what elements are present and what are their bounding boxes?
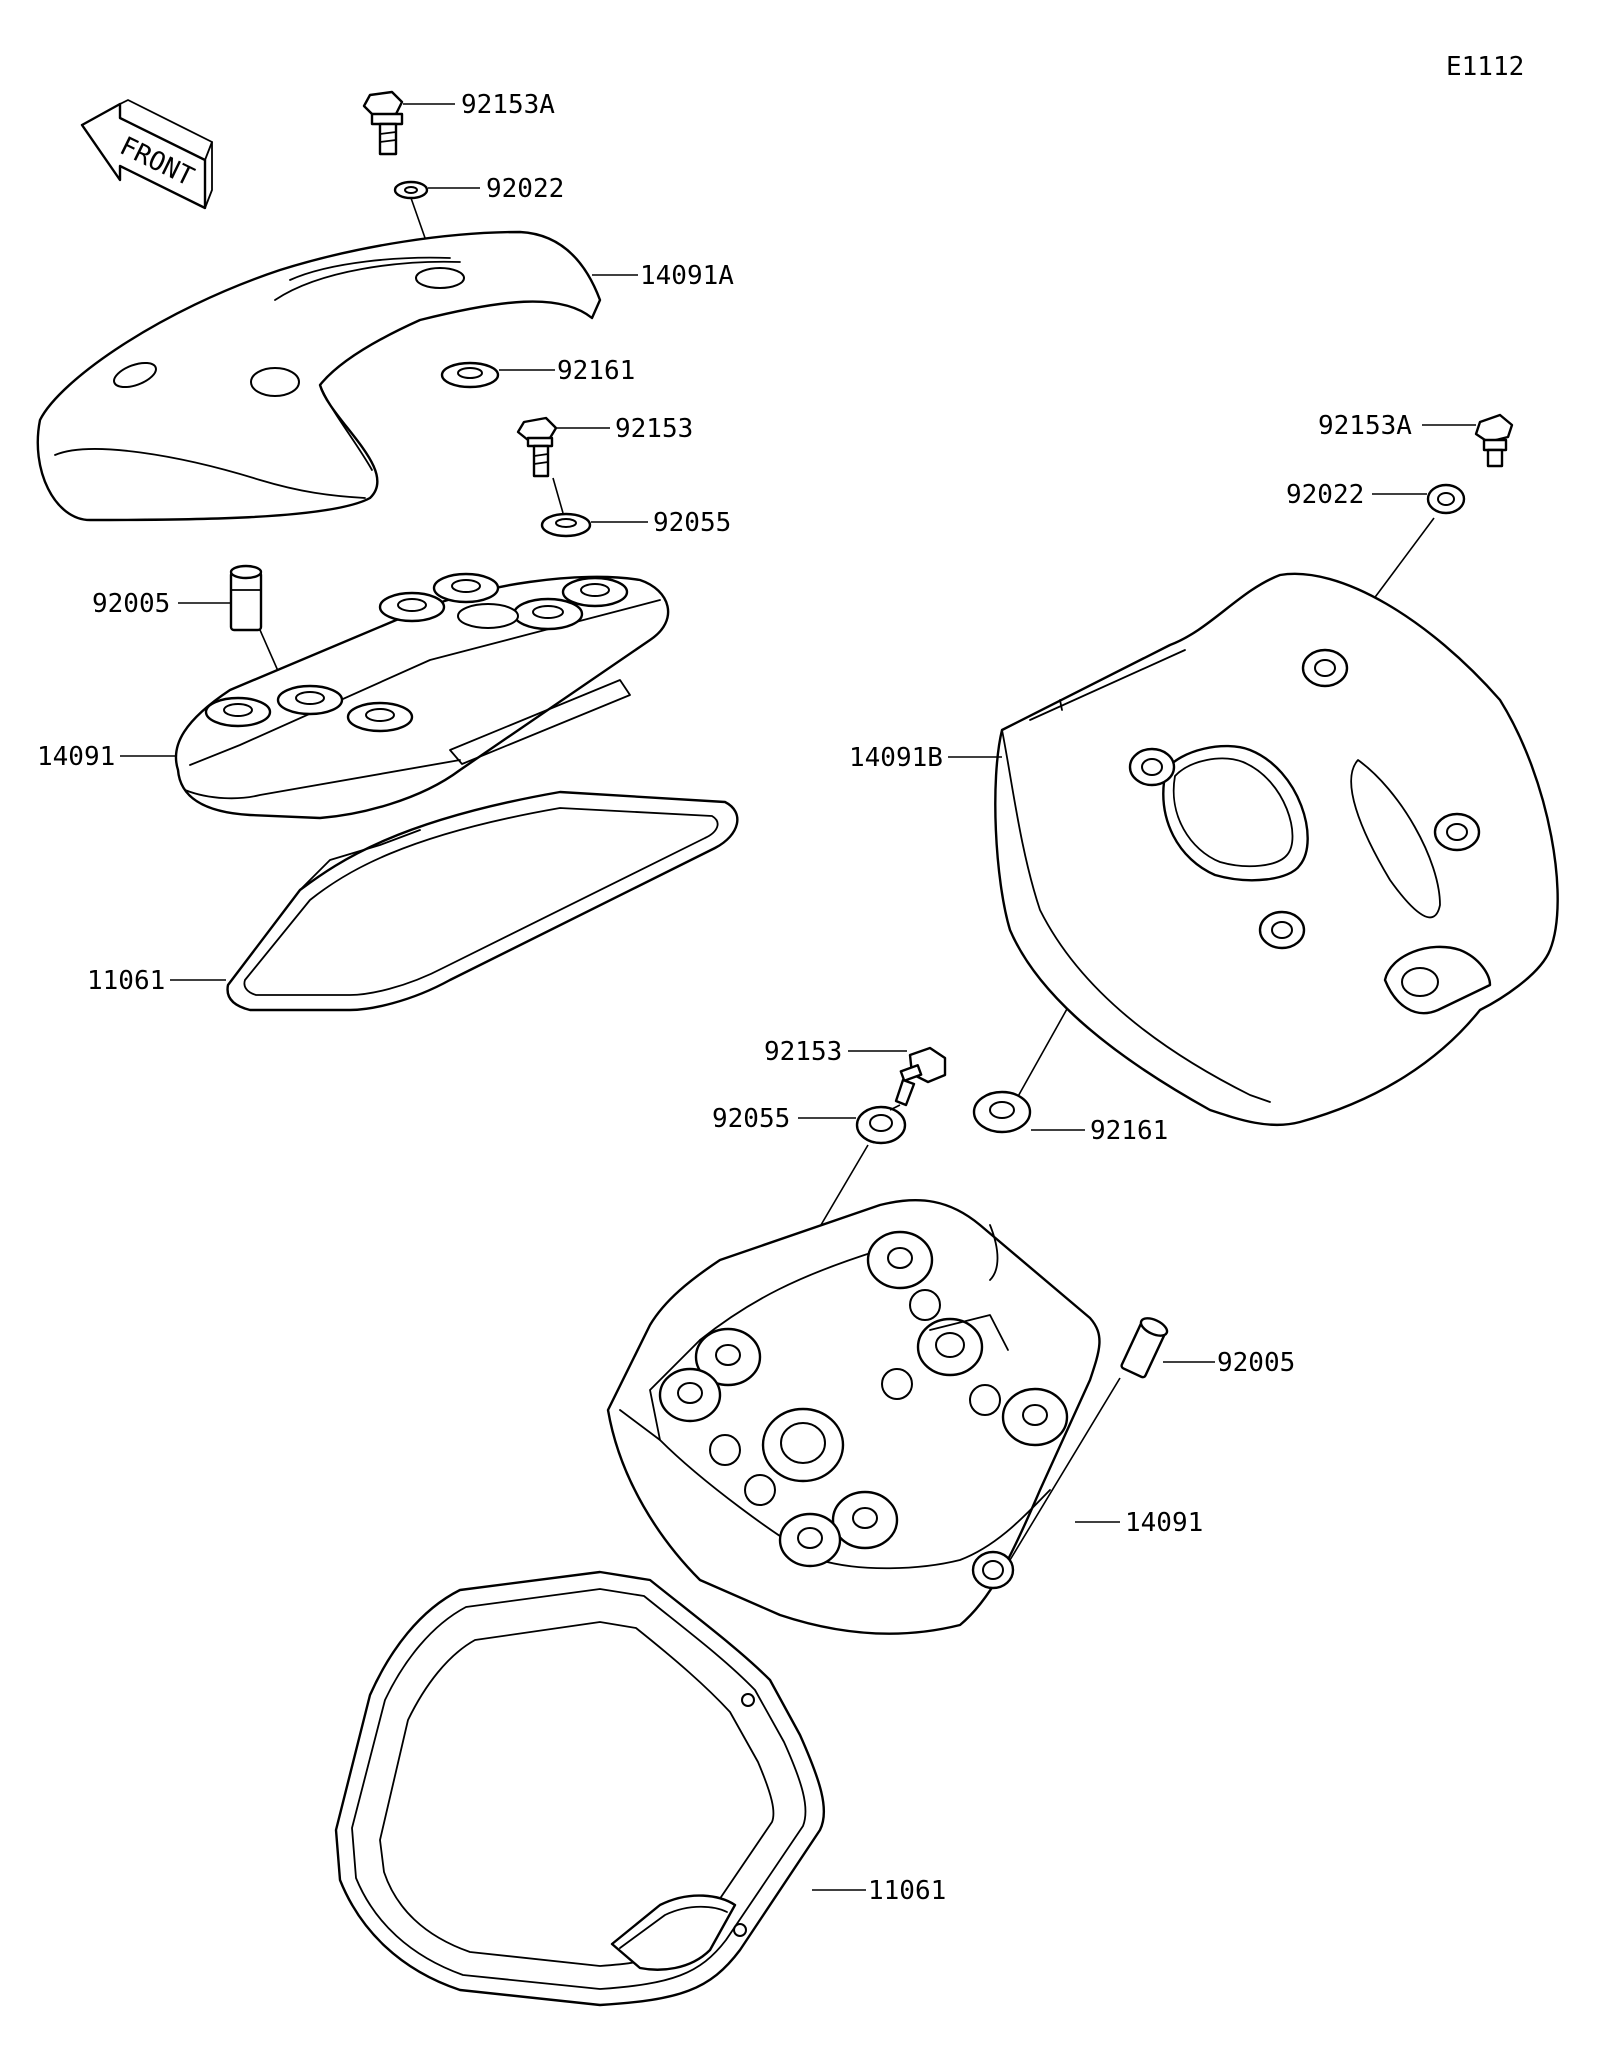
callout-92005-lower: 92005 [1217, 1348, 1295, 1378]
callout-92055-lower: 92055 [712, 1104, 790, 1134]
gasket-11061-upper [226, 790, 739, 1012]
callout-92005-upper: 92005 [92, 589, 170, 619]
callout-92022-upper: 92022 [486, 174, 564, 204]
callout-11061-upper: 11061 [87, 966, 165, 996]
head-cover-14091-upper [174, 572, 670, 820]
dowel-92005-upper [229, 564, 263, 632]
washer-92055-upper [540, 512, 592, 538]
diagram-code: E1112 [1446, 52, 1524, 82]
gasket-11061-lower [334, 1570, 826, 2007]
front-arrow-icon: FRONT [80, 99, 213, 210]
callout-92153-upper: 92153 [615, 414, 693, 444]
bolt-92153-upper [516, 416, 558, 478]
head-cover-14091-lower [606, 1199, 1101, 1635]
callout-14091-lower: 14091 [1125, 1508, 1203, 1538]
dowel-92005-lower [1120, 1317, 1169, 1379]
washer-92022-lower [1426, 483, 1466, 515]
cover-14091b [994, 572, 1559, 1127]
callout-92161-lower: 92161 [1090, 1116, 1168, 1146]
callout-14091-upper: 14091 [37, 742, 115, 772]
callout-92055-upper: 92055 [653, 508, 731, 538]
bolt-92153a-lower [1474, 413, 1514, 468]
callout-92161-upper: 92161 [557, 356, 635, 386]
callout-92022-lower: 92022 [1286, 480, 1364, 510]
cover-14091a [36, 230, 602, 522]
callout-92153a-lower: 92153A [1318, 411, 1412, 441]
callout-92153-lower: 92153 [764, 1037, 842, 1067]
callout-14091a: 14091A [640, 261, 734, 291]
bolt-92153a-upper [362, 90, 404, 156]
bolt-92153-lower [894, 1046, 947, 1107]
grommet-92161-upper [440, 361, 500, 389]
washer-92022-upper [393, 180, 429, 200]
callout-11061-lower: 11061 [868, 1876, 946, 1906]
grommet-92161-lower [972, 1090, 1032, 1134]
washer-92055-lower [855, 1105, 907, 1145]
callout-14091b: 14091B [849, 743, 943, 773]
callout-92153a-upper: 92153A [461, 90, 555, 120]
